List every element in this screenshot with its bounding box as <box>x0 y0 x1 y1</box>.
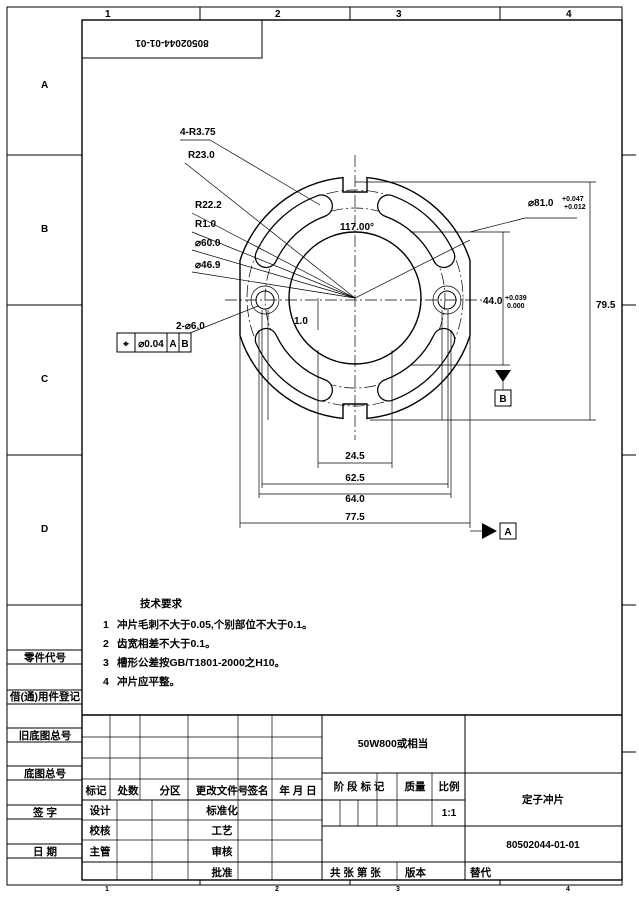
datum-triangle-icon <box>495 370 511 382</box>
replaces-label: 替代 <box>470 866 491 879</box>
tech-req-item: 冲片应平整。 <box>117 675 180 688</box>
dim-d60: ⌀60.0 <box>195 238 221 249</box>
dim-outer-tol-upper: +0.047 <box>562 196 584 203</box>
sheets-label: 共 张 第 张 <box>330 866 381 879</box>
dim-w3: 64.0 <box>345 494 365 505</box>
zone-row-c: C <box>41 374 48 385</box>
zone-col-3: 3 <box>396 9 402 20</box>
zone-row-b: B <box>41 224 48 235</box>
dim-bore-tol-upper: +0.039 <box>505 295 527 302</box>
zone-row-d: D <box>41 524 48 535</box>
left-strip-label: 零件代号 <box>23 651 66 664</box>
tech-req-item: 齿宽相差不大于0.1。 <box>117 637 216 650</box>
role-label: 工艺 <box>212 824 233 837</box>
rev-header: 更改文件号 <box>196 784 249 797</box>
zone-row-a: A <box>41 80 48 91</box>
left-strip-label: 日 期 <box>33 845 57 858</box>
datum-a: A <box>470 522 517 540</box>
zone-bottom-4: 4 <box>566 886 570 893</box>
dim-slot-radius: 4-R3.75 <box>180 127 216 138</box>
rev-header: 处数 <box>117 784 139 797</box>
mass-label: 质量 <box>405 780 426 793</box>
tech-req-num: 1 <box>103 619 109 631</box>
tech-req-num: 2 <box>103 638 109 650</box>
tech-req-title: 技术要求 <box>140 597 182 610</box>
role-label: 主管 <box>90 845 111 858</box>
left-strip-label: 底图总号 <box>24 767 66 780</box>
position-icon: ⌖ <box>122 339 129 350</box>
gdt-datum-b: B <box>181 339 188 350</box>
left-strip-label: 旧底图总号 <box>19 729 72 742</box>
dim-height: 79.5 <box>596 300 616 311</box>
role-label: 批准 <box>212 866 233 879</box>
left-strip-label: 签 字 <box>32 806 57 819</box>
role-label: 设计 <box>90 804 111 817</box>
mirrored-drawing-number: 80502044-01-01 <box>135 37 209 48</box>
datum-a-label: A <box>504 527 511 538</box>
tech-req-num: 3 <box>103 657 109 669</box>
dim-bore: 44.0 <box>483 296 503 307</box>
outer-frame <box>6 6 623 886</box>
dim-holes: 2-⌀6.0 <box>176 321 205 332</box>
scale-value: 1:1 <box>442 808 457 819</box>
zone-col-2: 2 <box>275 9 281 20</box>
dim-outer-dia: ⌀81.0 <box>528 198 554 209</box>
dim-r1: R1.0 <box>195 219 217 230</box>
technical-requirements: 技术要求 1 冲片毛刺不大于0.05,个别部位不大于0.1。 2 齿宽相差不大于… <box>103 597 312 688</box>
tech-req-num: 4 <box>103 676 109 688</box>
zone-bottom-1: 1 <box>105 886 109 893</box>
dim-bore-tol-lower: 0.000 <box>507 303 525 310</box>
title-block: 50W800或相当 定子冲片 80502044-01-01 阶 段 标 记 质量… <box>82 714 622 880</box>
scale-label: 比例 <box>439 780 460 793</box>
role-label: 审核 <box>212 845 233 858</box>
gdt-datum-a: A <box>169 339 176 350</box>
tech-req-item: 槽形公差按GB/T1801-2000之H10。 <box>117 656 285 669</box>
dim-r23: R23.0 <box>188 150 215 161</box>
dim-d46: ⌀46.9 <box>195 260 221 271</box>
dim-w4: 77.5 <box>345 512 365 523</box>
dim-w1: 24.5 <box>345 451 365 462</box>
dim-angle: 117.00° <box>340 222 374 233</box>
left-strip-label: 借(通)用件登记 <box>9 690 80 703</box>
slots <box>254 194 456 402</box>
datum-b: B <box>494 370 512 407</box>
zone-col-4: 4 <box>566 9 572 20</box>
stator-lamination <box>180 139 596 528</box>
rev-header: 标记 <box>85 784 107 797</box>
inner-frame <box>81 19 623 881</box>
slot <box>378 195 455 267</box>
dim-outer-tol-lower: +0.012 <box>564 204 586 211</box>
dim-w2: 62.5 <box>345 473 365 484</box>
slot <box>255 329 332 401</box>
tech-req-item: 冲片毛刺不大于0.05,个别部位不大于0.1。 <box>117 618 312 631</box>
gdt-tolerance: ⌀0.04 <box>138 339 164 350</box>
zone-grid <box>7 7 636 885</box>
dim-r22: R22.2 <box>195 200 222 211</box>
role-label: 标准化 <box>205 804 238 817</box>
rev-header: 年 月 日 <box>279 784 316 797</box>
rev-header: 签名 <box>247 784 269 797</box>
stage-label: 阶 段 标 记 <box>334 780 385 793</box>
datum-b-label: B <box>499 394 506 405</box>
role-label: 校核 <box>90 824 111 837</box>
material: 50W800或相当 <box>358 737 429 750</box>
part-name: 定子冲片 <box>521 793 564 806</box>
left-register-strip: 零件代号 借(通)用件登记 旧底图总号 底图总号 签 字 日 期 <box>7 649 82 859</box>
rev-header: 分区 <box>160 784 181 797</box>
position-tolerance-frame: ⌖ ⌀0.04 A B <box>116 332 192 353</box>
version-label: 版本 <box>405 866 426 879</box>
pitch-circle <box>264 207 446 389</box>
slot <box>255 195 332 267</box>
zone-bottom-2: 2 <box>275 886 279 893</box>
mirrored-number-box <box>81 19 263 59</box>
datum-triangle-icon <box>482 523 497 539</box>
drawing-number: 80502044-01-01 <box>506 840 580 851</box>
slot <box>378 329 455 401</box>
zone-col-1: 1 <box>105 9 111 20</box>
dim-offset: 1.0 <box>294 316 308 327</box>
zone-bottom-3: 3 <box>396 886 400 893</box>
